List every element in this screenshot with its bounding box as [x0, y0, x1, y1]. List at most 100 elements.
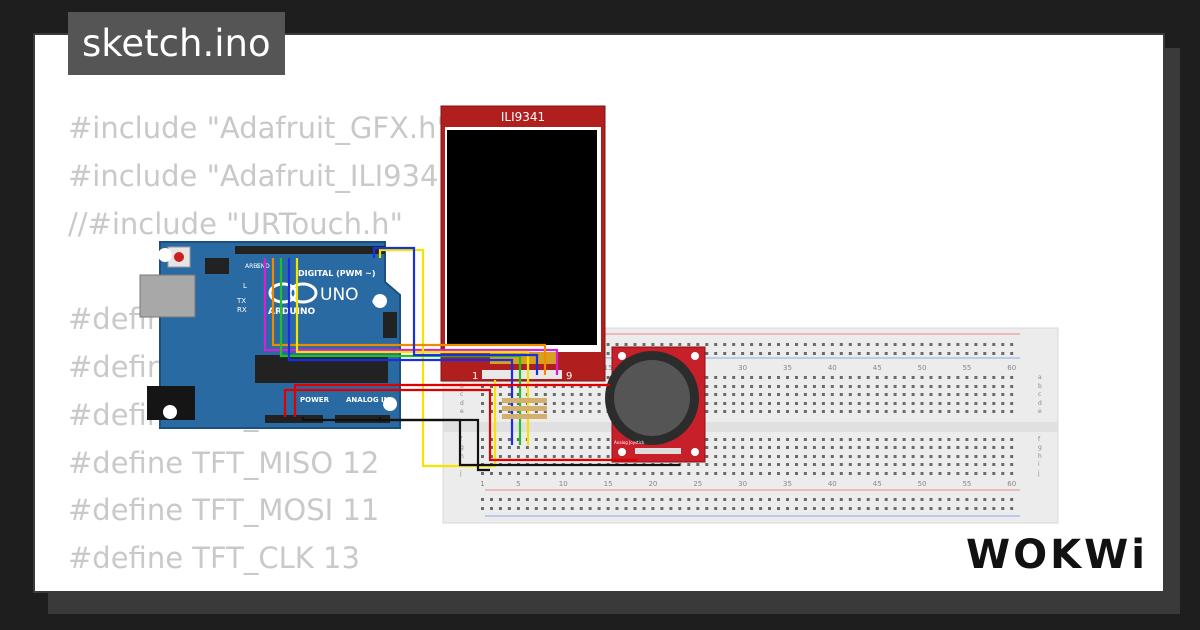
breadboard-hole — [902, 352, 906, 355]
breadboard-hole — [597, 507, 601, 510]
breadboard-hole — [965, 446, 969, 449]
breadboard-hole — [965, 455, 969, 458]
breadboard-hole — [893, 438, 897, 441]
breadboard-hole — [974, 507, 978, 510]
breadboard-hole — [911, 376, 915, 379]
breadboard-hole — [974, 455, 978, 458]
digital-header — [235, 246, 385, 254]
breadboard-hole — [956, 385, 960, 388]
breadboard-hole — [920, 507, 924, 510]
breadboard-column-number: 50 — [918, 480, 927, 488]
breadboard-hole — [857, 385, 861, 388]
breadboard-hole — [498, 455, 502, 458]
breadboard-hole — [768, 410, 771, 413]
breadboard-column-number: 35 — [783, 480, 792, 488]
analog-joystick[interactable]: Analog Joystick — [605, 346, 706, 463]
breadboard-hole — [651, 498, 655, 501]
breadboard-hole — [839, 498, 843, 501]
breadboard-hole — [687, 463, 691, 466]
breadboard-hole — [920, 455, 924, 458]
breadboard-hole — [687, 343, 691, 346]
breadboard-hole — [974, 343, 978, 346]
breadboard-hole — [848, 438, 852, 441]
breadboard-hole — [938, 446, 942, 449]
mount-hole — [618, 448, 626, 456]
breadboard-hole — [884, 455, 888, 458]
breadboard-hole — [579, 446, 583, 449]
breadboard-hole — [723, 385, 727, 388]
breadboard-hole — [490, 410, 493, 413]
breadboard-hole — [803, 463, 807, 466]
breadboard-hole — [920, 463, 924, 466]
breadboard-column-number: 55 — [962, 480, 971, 488]
breadboard-hole — [929, 446, 933, 449]
breadboard-hole — [911, 385, 915, 388]
sketch-filename-tab[interactable]: sketch.ino — [68, 12, 285, 75]
breadboard-hole — [705, 385, 709, 388]
aref-label: AREF — [245, 263, 261, 270]
breadboard-hole — [830, 385, 834, 388]
breadboard-hole — [848, 410, 852, 413]
breadboard-hole — [992, 376, 996, 379]
breadboard-hole — [875, 463, 879, 466]
breadboard-hole — [992, 507, 996, 510]
breadboard-hole — [803, 498, 807, 501]
breadboard-hole — [723, 352, 727, 355]
breadboard-hole — [911, 446, 915, 449]
breadboard-hole — [893, 376, 897, 379]
breadboard-row-letter: d — [460, 400, 464, 407]
breadboard-hole — [588, 410, 592, 413]
breadboard-hole — [848, 385, 852, 388]
mount-hole — [691, 448, 699, 456]
breadboard-hole — [714, 343, 718, 346]
breadboard-hole — [1001, 410, 1005, 413]
breadboard-column-number: 15 — [604, 364, 613, 372]
ili9341-display[interactable]: ILI9341 1 9 — [440, 105, 606, 382]
breadboard-hole — [516, 393, 520, 396]
breadboard-hole — [974, 463, 978, 466]
breadboard-hole — [597, 402, 601, 405]
breadboard-hole — [660, 472, 664, 475]
breadboard-hole — [481, 507, 484, 510]
breadboard-hole — [543, 402, 547, 405]
breadboard-row-letter: h — [1038, 453, 1042, 460]
breadboard-hole — [884, 376, 888, 379]
breadboard-hole — [875, 446, 879, 449]
breadboard-hole — [516, 472, 520, 475]
breadboard-hole — [678, 472, 682, 475]
breadboard-hole — [570, 402, 574, 405]
breadboard-hole — [507, 507, 511, 510]
breadboard-hole — [714, 507, 718, 510]
breadboard-hole — [830, 402, 834, 405]
breadboard-hole — [561, 455, 565, 458]
arduino-uno[interactable]: UNO ARDUINO DIGITAL (PWM ~) ON POWER ANA… — [139, 241, 401, 429]
breadboard-hole — [839, 393, 843, 396]
breadboard-hole — [947, 410, 951, 413]
breadboard-hole — [965, 376, 969, 379]
breadboard-hole — [821, 455, 825, 458]
breadboard-hole — [615, 498, 619, 501]
breadboard-hole — [848, 376, 852, 379]
breadboard-hole — [615, 507, 619, 510]
breadboard-hole — [543, 385, 547, 388]
breadboard-hole — [723, 393, 727, 396]
breadboard-hole — [965, 472, 969, 475]
breadboard-hole — [848, 343, 852, 346]
breadboard-hole — [893, 393, 897, 396]
breadboard-hole — [893, 498, 897, 501]
breadboard-hole — [777, 507, 780, 510]
breadboard-hole — [803, 472, 807, 475]
breadboard-hole — [911, 410, 915, 413]
breadboard-hole — [696, 472, 700, 475]
breadboard-hole — [812, 343, 816, 346]
breadboard-hole — [911, 438, 915, 441]
breadboard-hole — [992, 393, 996, 396]
breadboard-hole — [714, 402, 718, 405]
breadboard-hole — [570, 446, 574, 449]
display-title: ILI9341 — [501, 110, 545, 124]
breadboard-hole — [777, 352, 780, 355]
joystick-knob-icon[interactable] — [614, 360, 690, 436]
breadboard-hole — [866, 343, 870, 346]
on-label: ON — [372, 298, 383, 306]
breadboard-hole — [579, 410, 583, 413]
